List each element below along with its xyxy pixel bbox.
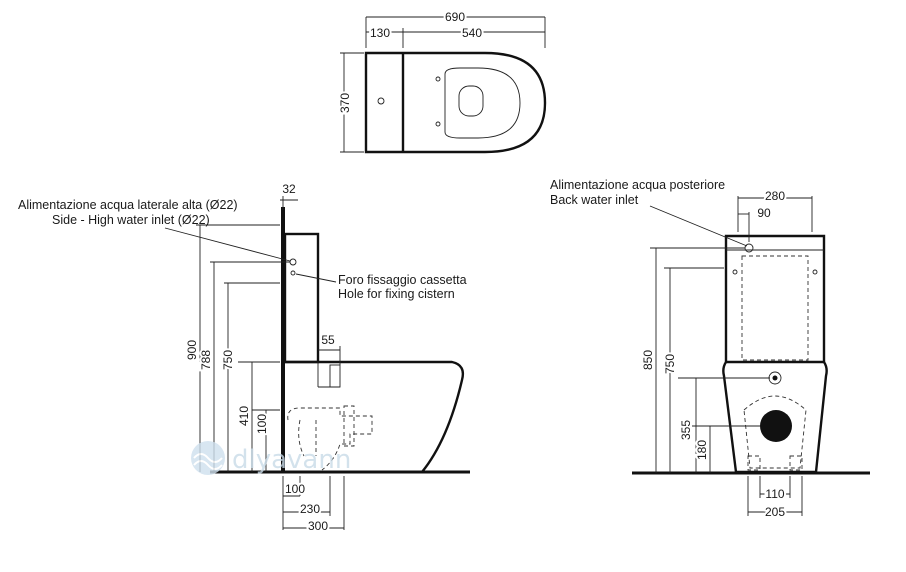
note-fixing-it: Foro fissaggio cassetta — [338, 273, 467, 287]
dim-front-850: 850 — [641, 350, 655, 370]
dim-front-750: 750 — [663, 354, 677, 374]
dim-front-110: 110 — [765, 487, 784, 501]
front-view-cistern-hidden — [741, 255, 809, 361]
top-view-inlet-hole — [377, 97, 385, 105]
dim-top-width: 370 — [338, 93, 352, 113]
note-front-inlet-en: Back water inlet — [550, 193, 639, 207]
top-view-bowl-rim — [444, 67, 521, 139]
side-view-inlet-pipe — [329, 364, 341, 388]
dim-side-900: 900 — [185, 340, 199, 360]
watermark: dlyavann — [191, 441, 351, 475]
dim-top-bowl: 540 — [462, 26, 482, 40]
dim-top-overall: 690 — [445, 10, 465, 24]
dim-front-90: 90 — [757, 206, 771, 220]
front-view-outlet — [760, 410, 792, 442]
leader-front-inlet — [649, 205, 748, 247]
front-view: 280 90 850 750 355 180 110 205 Alimentaz… — [550, 178, 870, 521]
top-view: 690 130 540 370 — [336, 8, 547, 154]
front-view-inlet-core — [772, 375, 778, 381]
side-view-inlet-hole — [289, 258, 297, 266]
note-side-inlet-it: Alimentazione acqua laterale alta (Ø22) — [18, 198, 238, 212]
top-view-fixing-hole — [435, 121, 441, 127]
top-view-outline — [364, 51, 547, 154]
side-view-cistern — [283, 232, 320, 364]
leader-side-inlet — [164, 227, 291, 262]
side-view-fixing-hole — [290, 270, 296, 276]
note-side-inlet-en: Side - High water inlet (Ø22) — [52, 213, 210, 227]
note-fixing-en: Hole for fixing cistern — [338, 287, 455, 301]
dim-front-280: 280 — [765, 189, 785, 203]
dim-side-300: 300 — [308, 519, 328, 533]
dim-front-355: 355 — [679, 420, 693, 440]
front-view-trap-hidden — [743, 395, 807, 469]
side-view-pan — [285, 360, 465, 474]
dim-side-100-base: 100 — [285, 482, 305, 496]
dim-side-32: 32 — [282, 182, 296, 196]
top-view-fixing-hole — [435, 76, 441, 82]
watermark-text: dlyavann — [232, 445, 351, 475]
dim-side-230: 230 — [300, 502, 320, 516]
dim-front-180: 180 — [695, 440, 709, 460]
dim-top-cistern: 130 — [370, 26, 390, 40]
side-view-trap-hidden — [287, 407, 373, 471]
front-view-fixing-hole — [812, 269, 818, 275]
front-view-fixing-hole — [732, 269, 738, 275]
front-view-pan — [722, 360, 828, 474]
side-view: 900 788 750 410 100 32 55 100 230 300 Al… — [18, 182, 470, 535]
dim-side-410: 410 — [237, 406, 251, 426]
leader-fixing — [295, 273, 337, 283]
top-view-drain — [458, 85, 484, 117]
front-view-cistern — [724, 234, 826, 362]
note-front-inlet-it: Alimentazione acqua posteriore — [550, 178, 725, 192]
dim-side-100-vert: 100 — [255, 414, 269, 434]
dim-front-205: 205 — [765, 505, 785, 519]
dim-side-750: 750 — [221, 350, 235, 370]
dim-side-788: 788 — [199, 350, 213, 370]
dim-side-55: 55 — [321, 333, 335, 347]
